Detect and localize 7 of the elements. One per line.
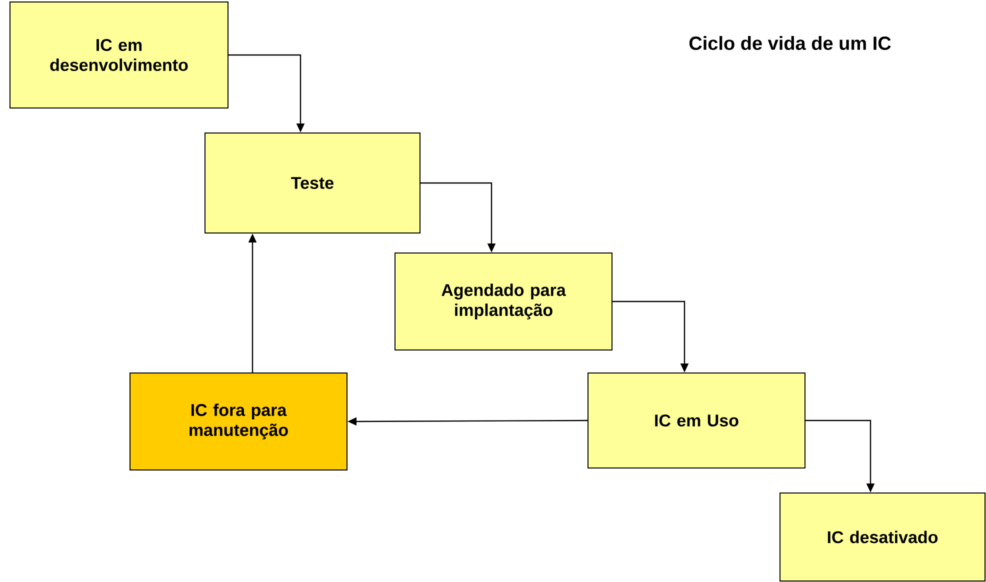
process-box: Teste xyxy=(204,132,420,234)
process-box: IC desativado xyxy=(780,492,986,582)
process-box: IC em Uso xyxy=(588,372,806,468)
process-box: IC fora para manutenção xyxy=(130,372,348,470)
title: Ciclo de vida de um IC xyxy=(689,36,891,50)
process-box: IC em desenvolvimento xyxy=(10,2,228,108)
process-box: Agendado para implantação xyxy=(394,252,612,350)
